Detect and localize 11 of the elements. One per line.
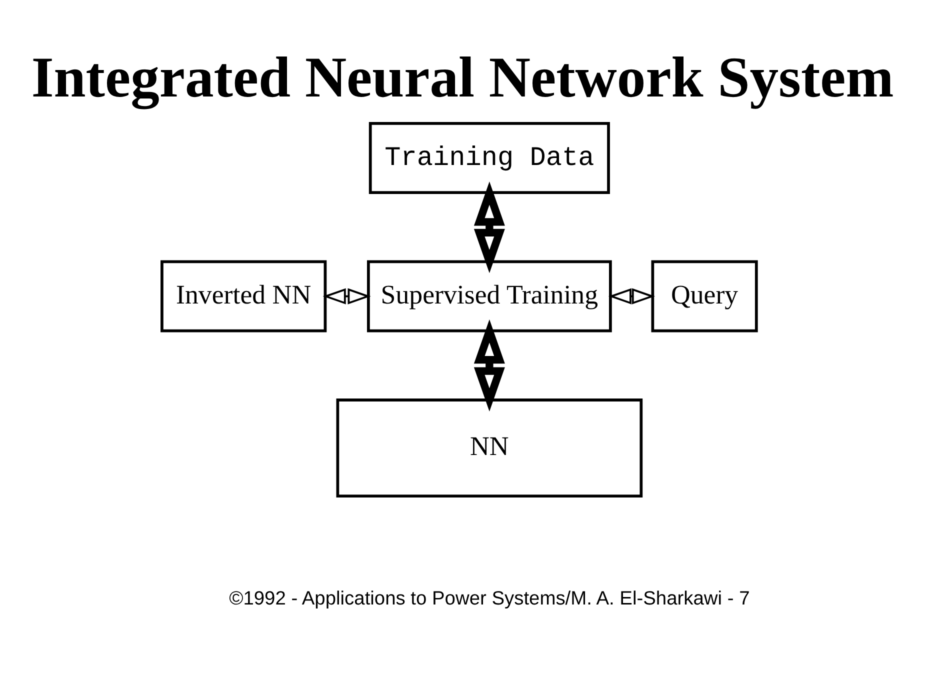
node-box: Supervised Training: [367, 260, 612, 332]
node-box: Query: [651, 260, 758, 332]
arrow: [322, 288, 371, 304]
arrow: [474, 318, 505, 412]
node-box: NN: [336, 398, 643, 497]
label: ©1992 - Applications to Power Systems/M. A. El-Sharkawi - 7: [229, 588, 750, 610]
arrow: [474, 181, 505, 273]
arrow: [608, 288, 655, 304]
node-box: Training Data: [368, 122, 610, 194]
diagram-title: Integrated Neural Network System: [31, 46, 894, 110]
node-box: Inverted NN: [160, 260, 327, 332]
